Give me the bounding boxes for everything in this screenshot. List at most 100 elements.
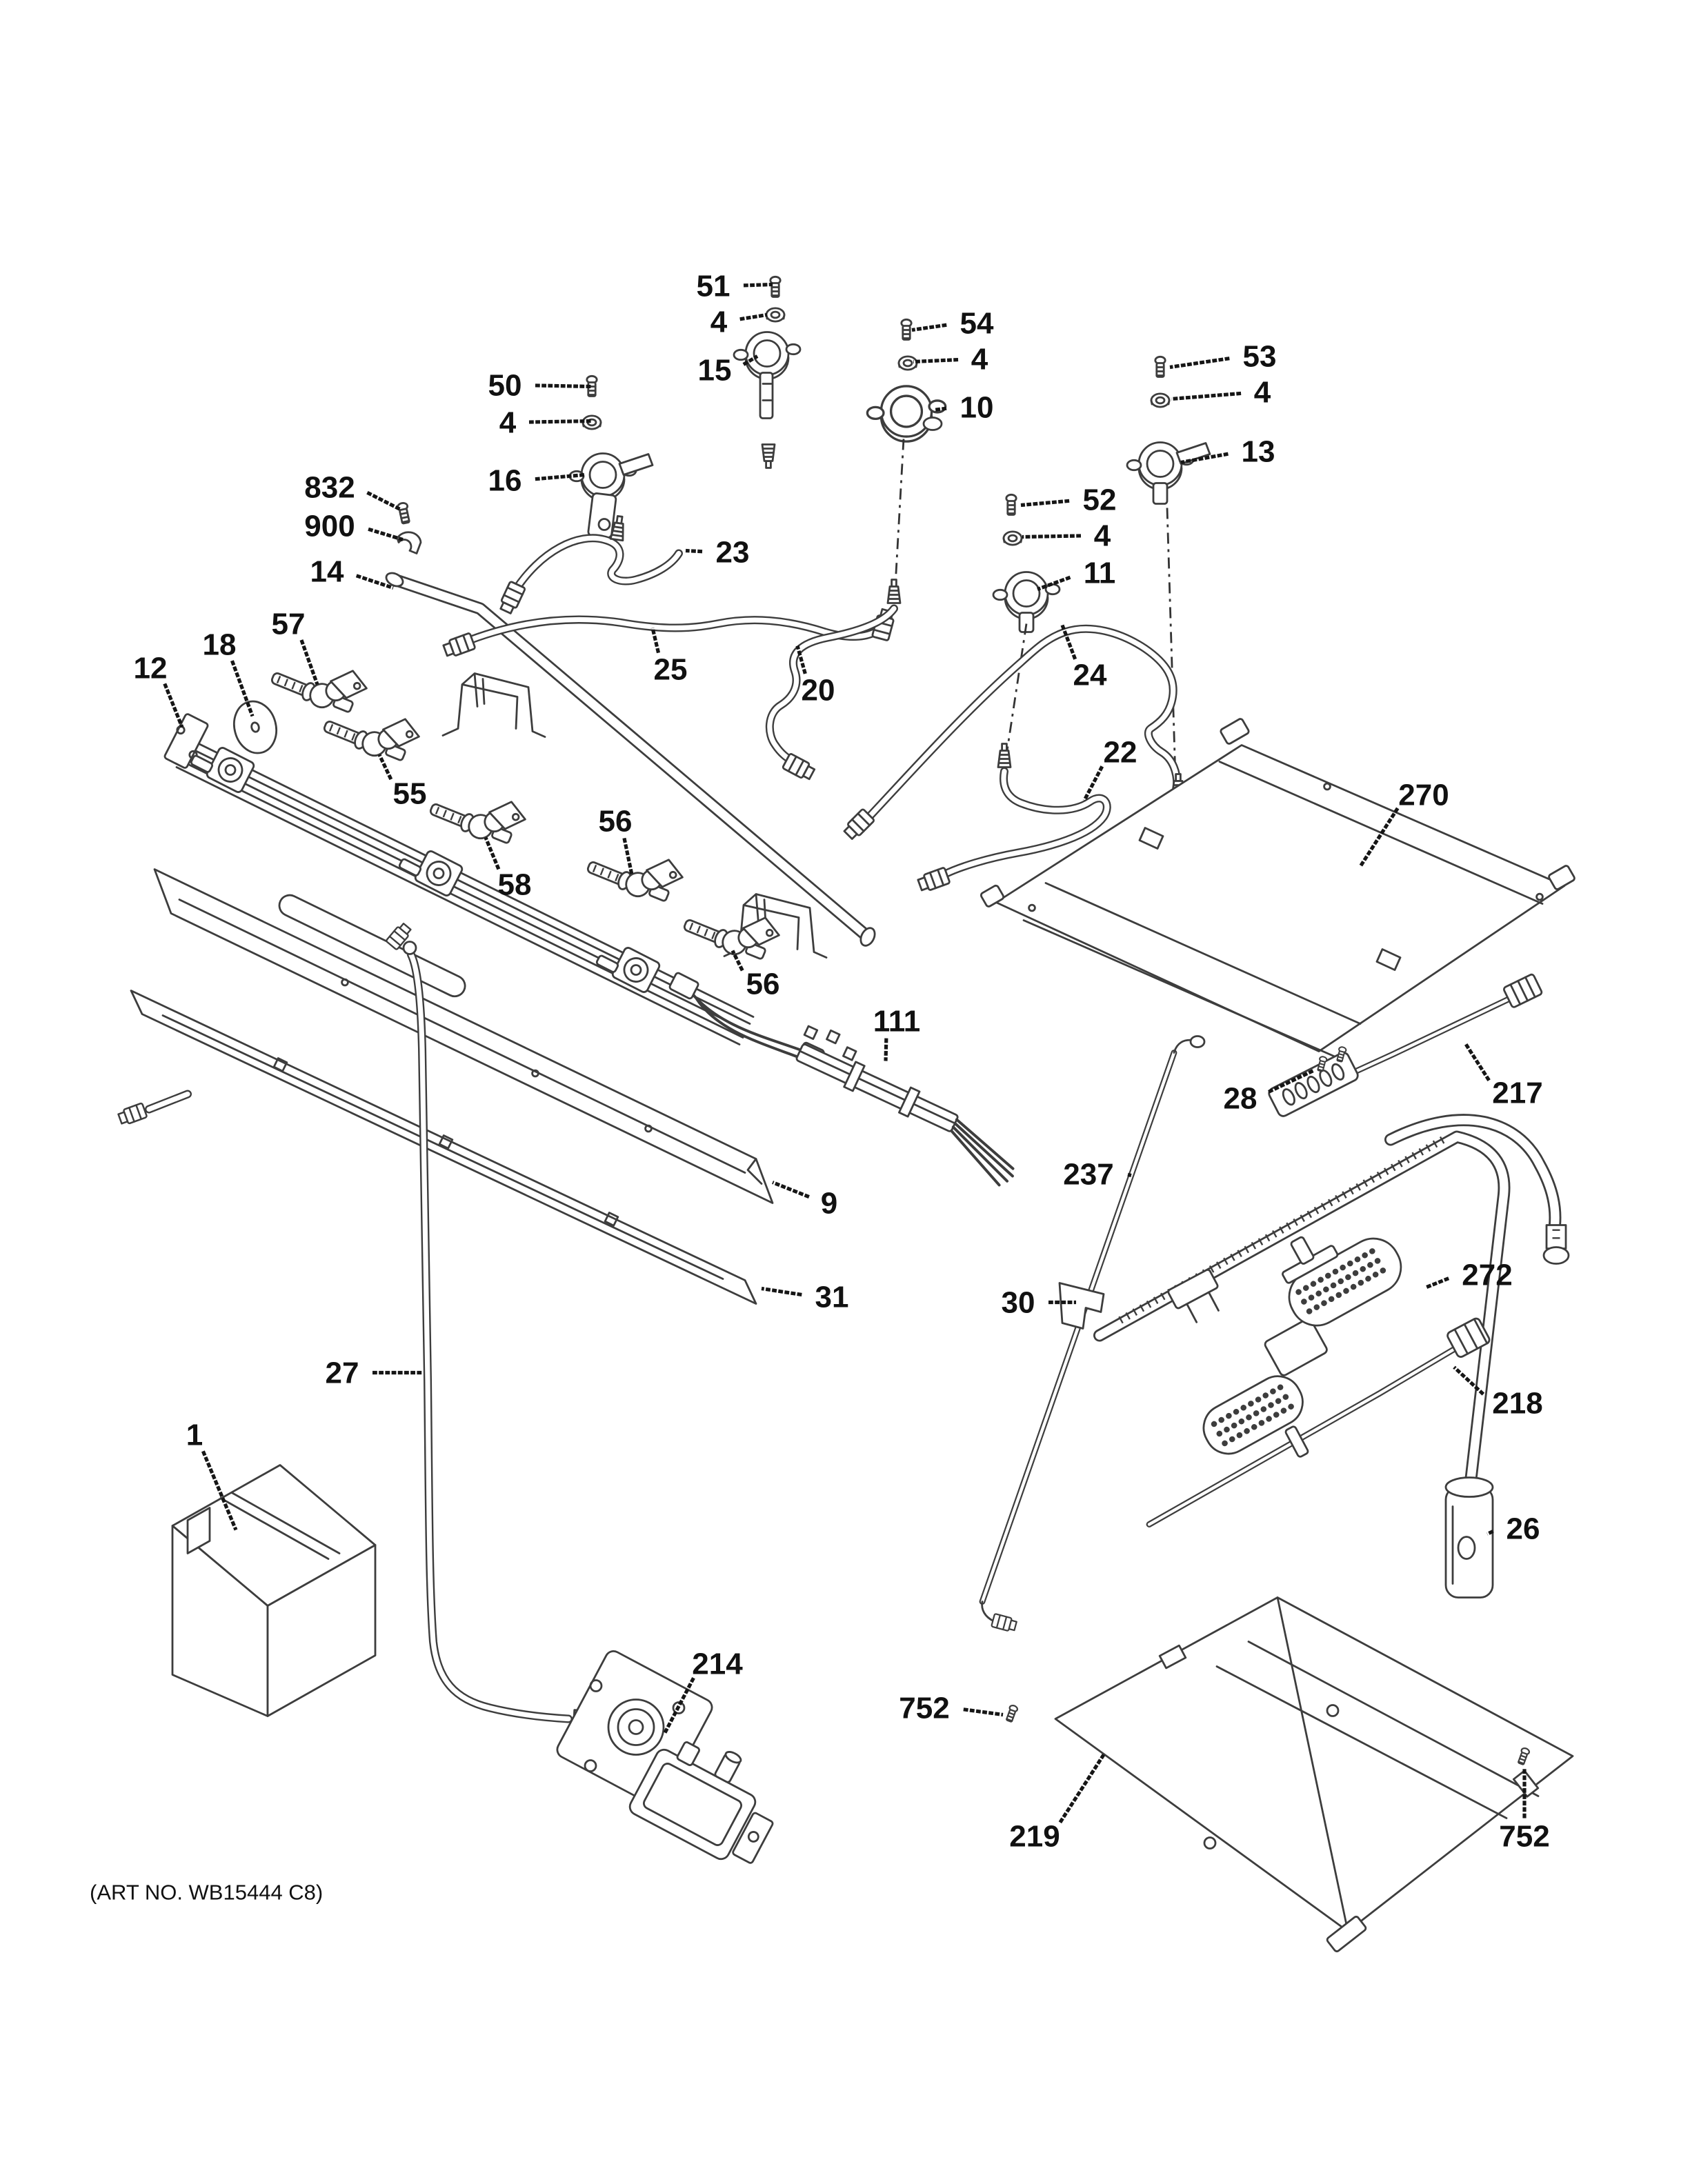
callout-9: 9 — [772, 1181, 837, 1221]
part-number-270: 270 — [1398, 779, 1449, 812]
leader-line — [795, 645, 807, 674]
callout-30: 30 — [1002, 1286, 1076, 1320]
part-number-27: 27 — [326, 1356, 359, 1390]
part-number-16: 16 — [488, 464, 522, 498]
part-maintop-support-31 — [130, 990, 757, 1305]
callout-214: 214 — [663, 1647, 743, 1734]
part-shipping-box-1 — [171, 1464, 377, 1717]
leader-line — [535, 383, 593, 389]
leader-line — [1082, 765, 1104, 801]
part-number-4: 4 — [1094, 519, 1111, 553]
leader-line — [299, 639, 319, 685]
part-number-15: 15 — [698, 354, 732, 388]
leader-line — [355, 574, 394, 590]
part-nut-4-e — [1002, 530, 1023, 546]
callout-13: 13 — [1180, 435, 1275, 469]
callout-4: 4 — [913, 343, 988, 377]
part-burner-holder-11 — [992, 571, 1061, 633]
part-number-50: 50 — [488, 369, 522, 403]
leader-line — [913, 357, 959, 364]
leader-line — [1268, 1069, 1315, 1094]
part-number-18: 18 — [203, 628, 237, 662]
part-valve-56-a — [585, 833, 686, 910]
leader-line — [685, 548, 703, 554]
leader-line — [163, 683, 184, 728]
callout-4: 4 — [1022, 519, 1111, 553]
callout-11: 11 — [1037, 557, 1116, 591]
leader-line — [1486, 1530, 1494, 1536]
callout-55: 55 — [377, 754, 426, 811]
callout-219: 219 — [1009, 1754, 1106, 1854]
leader-line — [368, 527, 404, 541]
callout-53: 53 — [1169, 340, 1276, 374]
leader-line — [1022, 534, 1082, 539]
callout-23: 23 — [685, 536, 750, 570]
alignment-line-10 — [894, 439, 905, 585]
part-number-237: 237 — [1063, 1158, 1113, 1192]
leader-line — [1037, 575, 1071, 591]
part-regulator-valve-214 — [556, 1650, 774, 1864]
part-number-1: 1 — [186, 1419, 203, 1452]
part-gas-tube-26 — [1444, 1476, 1494, 1599]
part-valve-57 — [269, 644, 370, 721]
leader-line — [366, 490, 401, 511]
leader-line — [535, 472, 586, 481]
leader-line — [528, 419, 593, 424]
part-orifice-disc-18 — [232, 700, 278, 754]
leader-line — [1169, 357, 1230, 370]
part-number-272: 272 — [1462, 1259, 1512, 1292]
part-support-bracket-a — [441, 672, 546, 738]
leader-line — [1358, 807, 1400, 868]
callout-26: 26 — [1486, 1512, 1540, 1546]
part-oven-burner-272 — [1202, 1236, 1402, 1455]
callout-752: 752 — [899, 1692, 1004, 1725]
callout-28: 28 — [1224, 1069, 1315, 1116]
callout-832: 832 — [304, 471, 401, 511]
callout-4: 4 — [1171, 376, 1271, 410]
callout-237: 237 — [1063, 1158, 1132, 1192]
part-oven-burner-tube — [1093, 1130, 1511, 1488]
art-number: (ART NO. WB15444 C8) — [90, 1881, 323, 1905]
part-gas-tube-22 — [916, 743, 1111, 894]
leader-line — [377, 754, 393, 781]
callout-1: 1 — [186, 1419, 238, 1531]
leader-line — [1453, 1365, 1485, 1396]
part-gas-tube-20 — [765, 579, 902, 783]
part-number-58: 58 — [498, 868, 532, 902]
leader-line — [1463, 1042, 1491, 1082]
callout-18: 18 — [203, 628, 255, 717]
part-number-54: 54 — [960, 307, 994, 341]
part-number-22: 22 — [1104, 736, 1137, 770]
leader-line — [201, 1450, 238, 1531]
part-number-4: 4 — [710, 305, 728, 339]
callout-58: 58 — [484, 836, 532, 902]
part-ignitor-channel-111 — [795, 1025, 1015, 1187]
callout-752: 752 — [1499, 1768, 1550, 1854]
callout-56: 56 — [730, 950, 779, 1001]
callout-54: 54 — [911, 307, 994, 341]
part-valve-58 — [428, 775, 529, 852]
part-number-214: 214 — [692, 1647, 743, 1681]
part-burner-holder-13 — [1126, 441, 1211, 505]
leader-line — [772, 1181, 810, 1199]
part-harness-218 — [1146, 1317, 1491, 1527]
leader-line — [650, 627, 661, 654]
callout-4: 4 — [499, 406, 593, 440]
part-number-752: 752 — [1499, 1820, 1549, 1854]
callout-24: 24 — [1060, 624, 1107, 692]
part-gas-tube-25 — [441, 607, 897, 660]
part-number-13: 13 — [1242, 435, 1275, 469]
part-number-23: 23 — [716, 536, 750, 570]
part-burner-holder-16 — [568, 452, 654, 539]
callout-272: 272 — [1426, 1259, 1513, 1292]
part-burner-holder-15 — [733, 331, 802, 469]
part-screw-53 — [1154, 355, 1166, 378]
part-number-24: 24 — [1073, 659, 1107, 692]
callout-27: 27 — [326, 1356, 422, 1390]
callout-56: 56 — [599, 805, 634, 876]
callout-31: 31 — [761, 1281, 848, 1314]
part-number-11: 11 — [1084, 557, 1116, 590]
callout-57: 57 — [272, 608, 319, 685]
part-valve-56-b — [682, 891, 783, 968]
